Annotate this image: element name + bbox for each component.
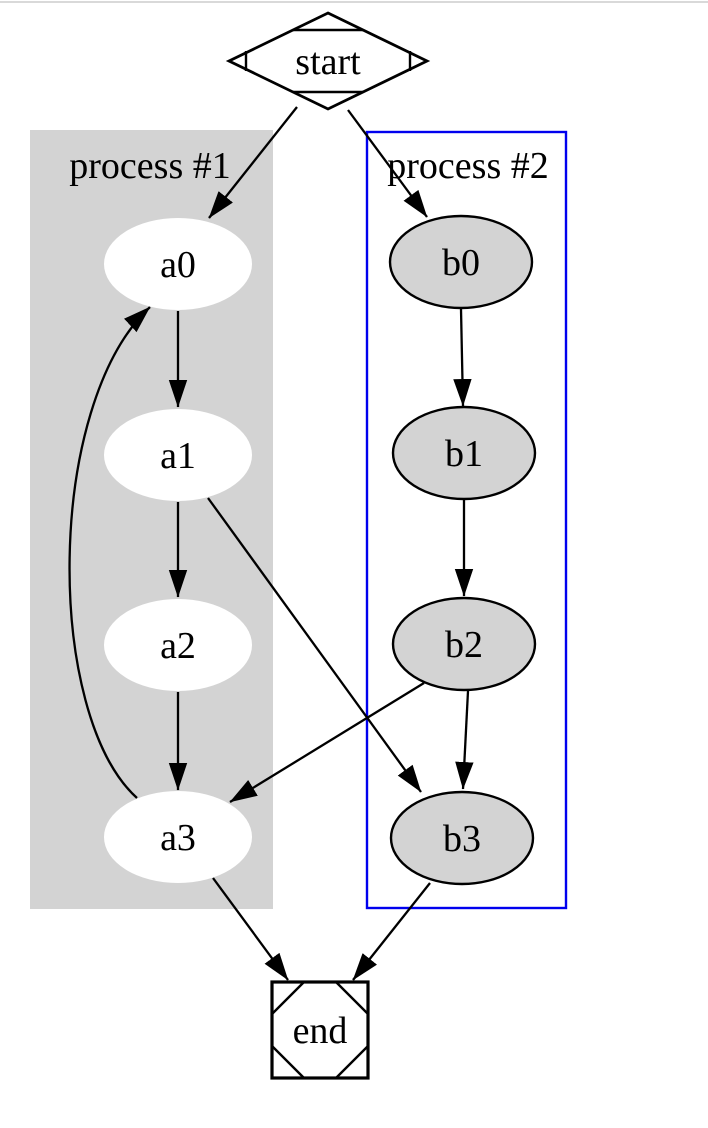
edge-a3-a0-back	[68, 306, 151, 799]
node-a2: a2	[104, 599, 252, 691]
node-b1-shape	[391, 405, 537, 501]
node-a3-shape	[104, 791, 252, 883]
node-a0: a0	[104, 218, 252, 310]
node-a0-shape	[104, 218, 252, 310]
end-cut-top-right	[335, 981, 369, 1015]
node-b0-shape	[388, 214, 534, 310]
node-b2-shape	[391, 596, 537, 692]
edge-a3-end	[212, 877, 289, 981]
edges-layer	[68, 106, 474, 981]
node-b3: b3	[389, 790, 535, 886]
cluster-process-2-label: process #2	[387, 145, 548, 187]
node-end-label: end	[293, 1010, 348, 1052]
edge-a1-b3	[207, 497, 422, 793]
edge-start-b0	[347, 109, 428, 218]
node-end-corner-cuts	[271, 981, 369, 1079]
node-b3-label: b3	[443, 818, 481, 860]
node-a1: a1	[104, 409, 252, 501]
node-a2-label: a2	[160, 625, 196, 667]
node-end: end	[270, 980, 370, 1080]
node-b2: b2	[391, 596, 537, 692]
end-cut-bottom-left	[271, 1045, 305, 1079]
edge-b0-b1	[453, 308, 472, 407]
node-b2-label: b2	[445, 624, 483, 666]
node-start-label: start	[295, 41, 361, 83]
edge-b3-end	[352, 882, 431, 981]
node-b1: b1	[391, 405, 537, 501]
node-a1-shape	[104, 409, 252, 501]
node-b0: b0	[388, 214, 534, 310]
edge-start-a0	[208, 106, 298, 219]
node-start-diamond	[225, 11, 431, 111]
cluster-process-1-label: process #1	[69, 145, 230, 187]
node-a1-label: a1	[160, 435, 196, 477]
edge-b2-a3	[229, 682, 425, 803]
end-cut-top-left	[271, 981, 305, 1015]
node-start: start	[225, 11, 431, 111]
node-b1-label: b1	[445, 433, 483, 475]
node-a2-shape	[104, 599, 252, 691]
end-cut-bottom-right	[335, 1045, 369, 1079]
node-b0-label: b0	[442, 242, 480, 284]
edge-b2-b3	[455, 690, 474, 790]
node-a0-label: a0	[160, 244, 196, 286]
node-a3-label: a3	[160, 817, 196, 859]
node-a3: a3	[104, 791, 252, 883]
node-b3-shape	[389, 790, 535, 886]
node-start-corner-cuts	[244, 28, 412, 94]
